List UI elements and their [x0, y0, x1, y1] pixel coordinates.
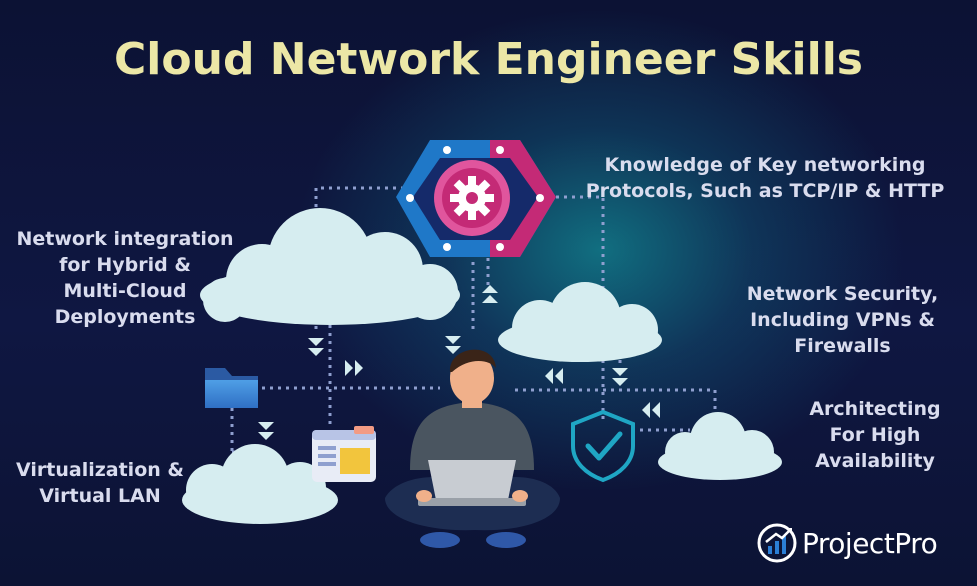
cloud-icon	[182, 444, 338, 524]
skill-protocols-label: Knowledge of Key networking Protocols, S…	[585, 154, 945, 202]
skill-integration-label: Network integration for Hybrid & Multi-C…	[16, 228, 234, 328]
folder-icon	[205, 368, 258, 408]
page-title: Cloud Network Engineer Skills	[114, 34, 863, 85]
skill-virtualization-label: Virtualization & Virtual LAN	[16, 459, 184, 507]
brand-logo-icon	[757, 523, 797, 563]
skill-security-label: Network Security, Including VPNs & Firew…	[746, 283, 939, 357]
skill-architecting-label: Architecting For High Availability	[809, 398, 941, 472]
cloud-icon	[498, 282, 662, 362]
gear-hexagon	[396, 140, 556, 257]
shield-check-icon	[571, 409, 635, 483]
brand-logo: ProjectPro	[756, 522, 938, 564]
person-with-laptop-icon	[385, 349, 560, 548]
gear-icon	[450, 176, 494, 220]
cloud-icon	[658, 412, 782, 480]
browser-window-icon	[312, 426, 376, 482]
arrow-icon	[258, 285, 660, 440]
brand-name: ProjectPro	[802, 526, 938, 560]
cloud-icon	[200, 208, 460, 325]
